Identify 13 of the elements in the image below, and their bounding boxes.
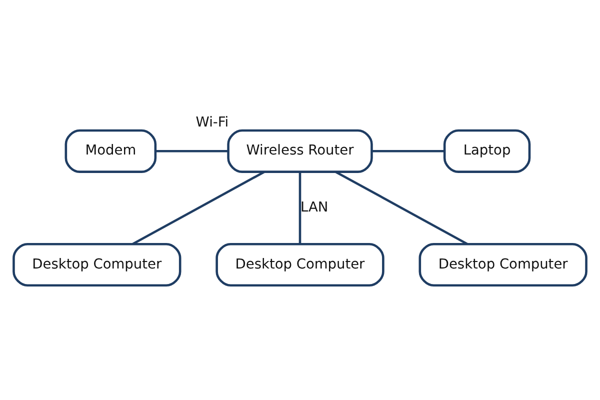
node-box: Wireless Router: [227, 128, 373, 172]
connector: [298, 172, 302, 244]
node-box: Laptop: [443, 128, 531, 172]
connector: [156, 150, 228, 152]
node-box: Modem: [64, 128, 157, 172]
node-box: Desktop Computer: [418, 242, 588, 286]
connector: [335, 170, 468, 244]
connector: [372, 150, 444, 152]
edge-label: LAN: [300, 199, 328, 216]
node-box: Desktop Computer: [216, 242, 384, 286]
node-box: Desktop Computer: [12, 242, 182, 286]
node-label: Wi-Fi: [196, 114, 229, 130]
connector: [132, 170, 265, 244]
